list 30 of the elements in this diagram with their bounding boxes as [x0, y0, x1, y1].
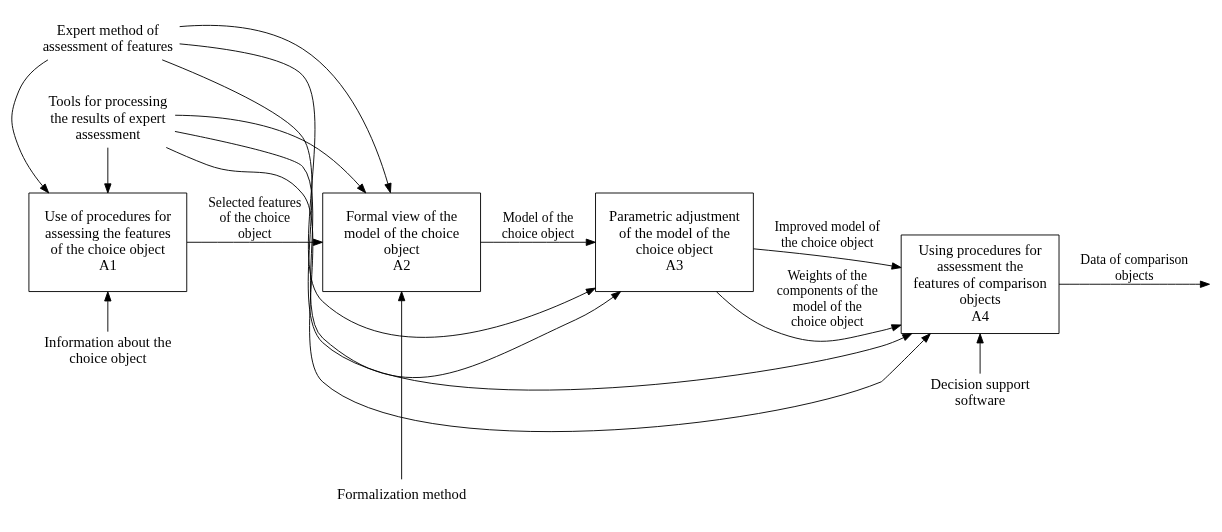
arrow [104, 147, 112, 194]
arrow [174, 114, 367, 194]
edge-label: Data of comparison objects [1080, 252, 1189, 283]
node-box: Using procedures for assessment the features of comparison objects A4 [900, 234, 1060, 334]
arrow [715, 291, 902, 342]
node-text: Decision support software [930, 375, 1030, 409]
arrow [1058, 280, 1210, 288]
edge-label: Weights of the components of the model of the choice object [776, 267, 878, 330]
edge-label: Selected features of the choice object [208, 194, 302, 241]
node-box: Use of procedures for assessing the features of the choice object A1 [28, 192, 188, 292]
edge-label: Model of the choice object [501, 210, 575, 241]
edge-label: Improved model of the choice object [774, 219, 881, 250]
arrow [179, 43, 596, 338]
arrow [161, 59, 913, 391]
arrow [104, 291, 112, 333]
arrow [976, 333, 984, 375]
arrow [753, 248, 902, 270]
arrow [186, 238, 323, 246]
arrow [165, 147, 931, 432]
arrow [179, 24, 392, 194]
arrow [398, 291, 406, 480]
node-text: Expert method of assessment of features [42, 21, 174, 55]
arrow [480, 238, 596, 246]
node-box: Formal view of the model of the choice object A2 [322, 192, 481, 292]
node-box: Parametric adjustment of the model of the choice object A3 [595, 192, 754, 292]
arrow [11, 59, 50, 194]
arrow [174, 131, 622, 378]
node-text: Formalization method [337, 486, 467, 503]
node-text: Tools for processing the results of expert assessment [48, 93, 168, 142]
node-text: Information about the choice object [44, 334, 172, 367]
